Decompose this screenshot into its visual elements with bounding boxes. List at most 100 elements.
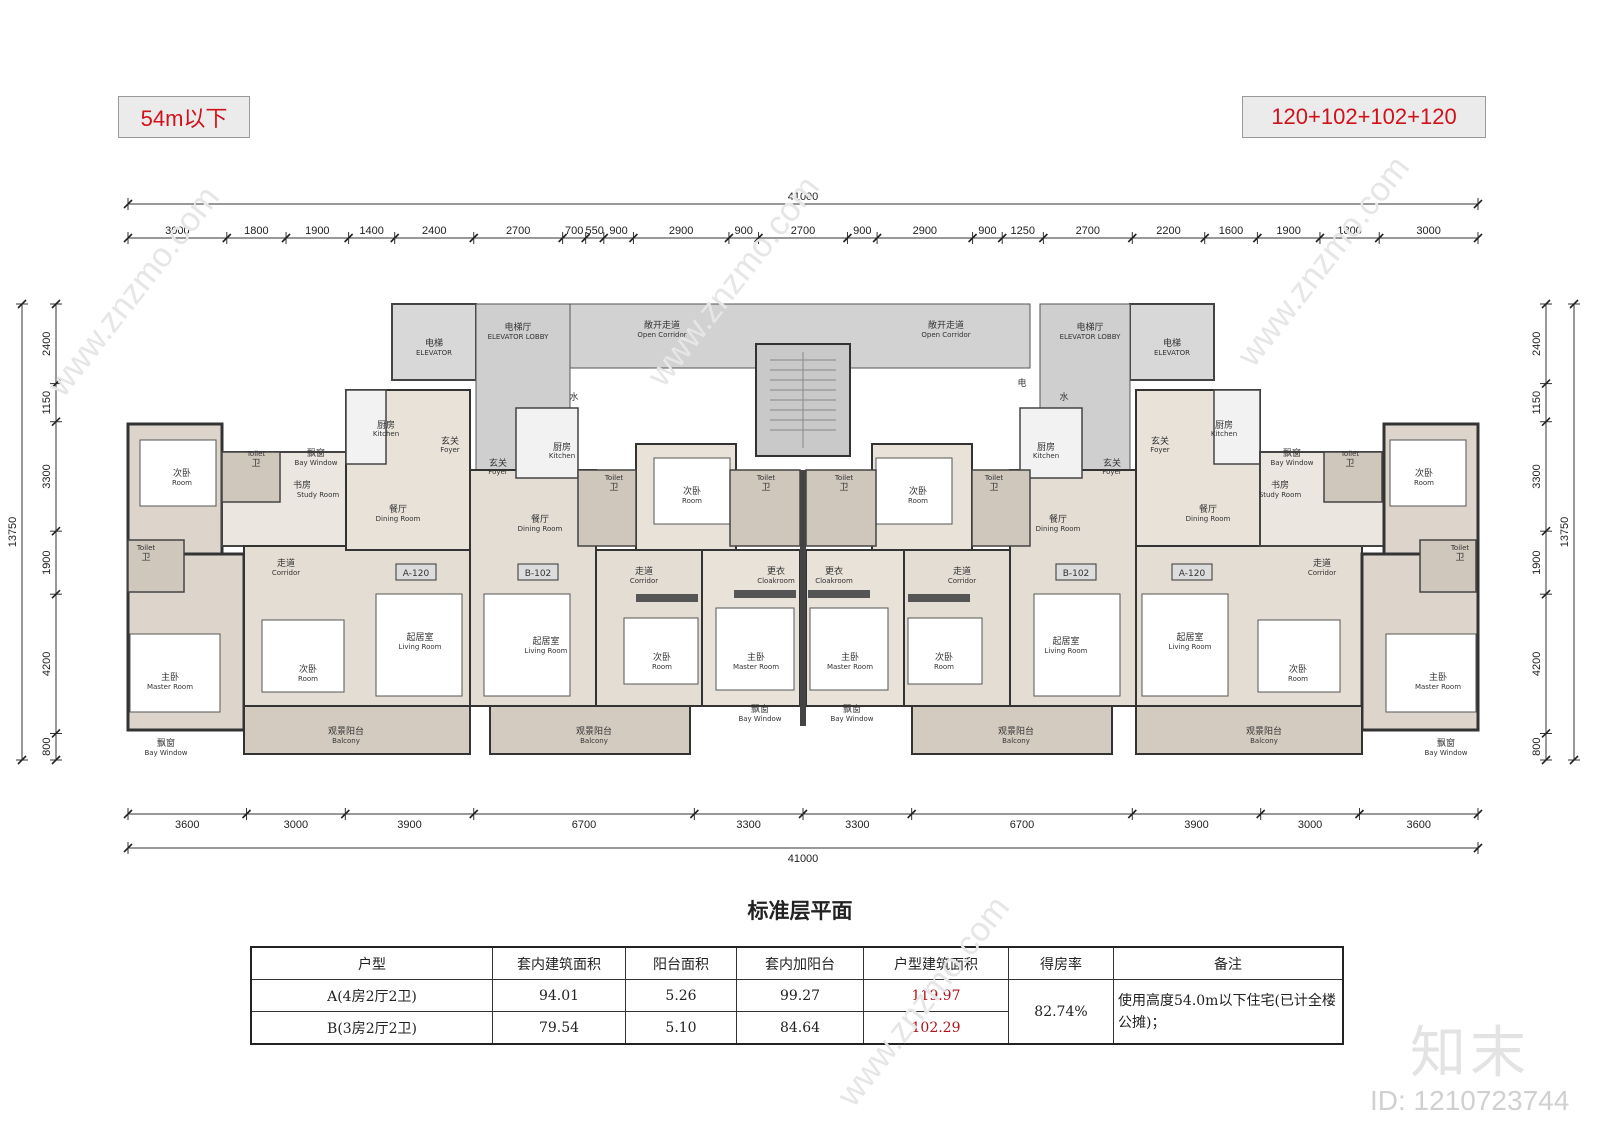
dimension-label: 1250	[1011, 225, 1035, 237]
dimension-label: 800	[1531, 738, 1543, 756]
cell-balcony: 5.10	[625, 1011, 737, 1045]
dimension-label: 550	[586, 225, 604, 237]
svg-text:走道: 走道	[635, 565, 653, 577]
svg-text:飘窗: 飘窗	[157, 737, 175, 749]
svg-text:Toilet: Toilet	[984, 474, 1004, 482]
svg-text:Balcony: Balcony	[1250, 737, 1278, 745]
plan-title: 标准层平面	[747, 898, 853, 923]
svg-text:走道: 走道	[277, 557, 295, 569]
svg-text:Bay Window: Bay Window	[738, 715, 781, 723]
dimension-label: 1900	[1531, 550, 1543, 574]
svg-text:卫: 卫	[989, 483, 998, 493]
svg-text:飘窗: 飘窗	[1437, 737, 1455, 749]
dimension-label: 3300	[41, 464, 53, 488]
svg-text:Kitchen: Kitchen	[373, 430, 399, 438]
svg-text:飘窗: 飘窗	[751, 703, 769, 715]
unit-combination-tag: 120+102+102+120	[1242, 96, 1486, 138]
svg-text:卫: 卫	[839, 483, 848, 493]
svg-text:Kitchen: Kitchen	[549, 452, 575, 460]
svg-text:起居室: 起居室	[406, 631, 433, 643]
svg-text:主卧: 主卧	[1429, 671, 1447, 683]
svg-text:ELEVATOR LOBBY: ELEVATOR LOBBY	[488, 333, 550, 341]
dimension-label: 6700	[1010, 819, 1034, 831]
dimension-label: 2900	[913, 225, 937, 237]
svg-text:次卧: 次卧	[1289, 663, 1307, 675]
svg-text:玄关: 玄关	[1103, 457, 1121, 469]
svg-text:走道: 走道	[953, 565, 971, 577]
dimension-total: 41000	[788, 853, 819, 865]
svg-text:卫: 卫	[1455, 553, 1464, 563]
svg-text:Toilet: Toilet	[604, 474, 624, 482]
dimension-label: 1400	[359, 225, 383, 237]
svg-text:Foyer: Foyer	[488, 468, 508, 476]
dimension-label: 3300	[1531, 464, 1543, 488]
dimension-label: 700	[565, 225, 583, 237]
dimension-label: 2400	[422, 225, 446, 237]
svg-text:Bay Window: Bay Window	[830, 715, 873, 723]
svg-text:书房: 书房	[293, 479, 311, 491]
cell-type: A(4房2厅2卫)	[250, 979, 493, 1012]
dimension-label: 1900	[41, 550, 53, 574]
svg-text:Toilet: Toilet	[246, 450, 266, 458]
dimension-label: 900	[853, 225, 871, 237]
svg-text:卫: 卫	[761, 483, 770, 493]
svg-text:Foyer: Foyer	[1150, 446, 1170, 454]
svg-text:主卧: 主卧	[747, 651, 765, 663]
svg-text:Room: Room	[934, 663, 954, 671]
svg-text:观景阳台: 观景阳台	[998, 725, 1034, 737]
svg-text:Foyer: Foyer	[440, 446, 460, 454]
svg-text:起居室: 起居室	[1176, 631, 1203, 643]
svg-text:厨房: 厨房	[1215, 419, 1233, 431]
svg-text:Bay Window: Bay Window	[1424, 749, 1467, 757]
svg-text:Dining Room: Dining Room	[518, 525, 563, 533]
svg-text:走道: 走道	[1313, 557, 1331, 569]
label-elevator-lobby-right: 电梯厅	[1076, 321, 1103, 333]
svg-text:Corridor: Corridor	[948, 577, 976, 585]
svg-text:玄关: 玄关	[441, 435, 459, 447]
cell-type: B(3房2厅2卫)	[250, 1011, 493, 1045]
dimension-label: 1900	[1276, 225, 1300, 237]
unit-tag-b-right: B-102	[1063, 569, 1090, 579]
svg-text:次卧: 次卧	[1415, 467, 1433, 479]
table-header-row: 户型 套内建筑面积 阳台面积 套内加阳台 户型建筑面积 得房率 备注	[250, 946, 1344, 980]
svg-text:飘窗: 飘窗	[1283, 447, 1301, 459]
header-note: 备注	[1113, 946, 1344, 980]
svg-text:书房: 书房	[1271, 479, 1289, 491]
svg-text:Room: Room	[682, 497, 702, 505]
header-efficiency: 得房率	[1008, 946, 1114, 980]
svg-text:Living Room: Living Room	[525, 647, 568, 655]
svg-text:厨房: 厨房	[553, 441, 571, 453]
dimension-label: 3300	[736, 819, 760, 831]
unit-tag-a-right: A-120	[1179, 569, 1206, 579]
dimension-label: 3600	[175, 819, 199, 831]
dimension-label: 1150	[41, 391, 53, 415]
svg-text:Toilet: Toilet	[136, 544, 156, 552]
svg-text:Bay Window: Bay Window	[144, 749, 187, 757]
svg-text:Corridor: Corridor	[272, 569, 300, 577]
svg-text:飘窗: 飘窗	[843, 703, 861, 715]
svg-text:Balcony: Balcony	[580, 737, 608, 745]
svg-text:Room: Room	[908, 497, 928, 505]
dimension-total: 13750	[7, 517, 19, 548]
unit-tag-b-left: B-102	[525, 569, 552, 579]
svg-text:次卧: 次卧	[909, 485, 927, 497]
svg-text:餐厅: 餐厅	[389, 503, 407, 515]
svg-text:Bay Window: Bay Window	[294, 459, 337, 467]
dimension-label: 2900	[669, 225, 693, 237]
svg-text:次卧: 次卧	[935, 651, 953, 663]
svg-text:卫: 卫	[609, 483, 618, 493]
header-type: 户型	[250, 946, 493, 980]
svg-text:Dining Room: Dining Room	[1186, 515, 1231, 523]
svg-text:主卧: 主卧	[161, 671, 179, 683]
svg-text:Cloakroom: Cloakroom	[757, 577, 795, 585]
svg-text:更衣: 更衣	[767, 565, 785, 577]
header-inner-area: 套内建筑面积	[492, 946, 626, 980]
svg-text:Dining Room: Dining Room	[376, 515, 421, 523]
dimension-label: 2700	[1076, 225, 1100, 237]
svg-text:Toilet: Toilet	[1340, 450, 1360, 458]
svg-text:卫: 卫	[1345, 459, 1354, 469]
svg-text:Toilet: Toilet	[756, 474, 776, 482]
dimension-label: 1800	[244, 225, 268, 237]
svg-text:观景阳台: 观景阳台	[576, 725, 612, 737]
